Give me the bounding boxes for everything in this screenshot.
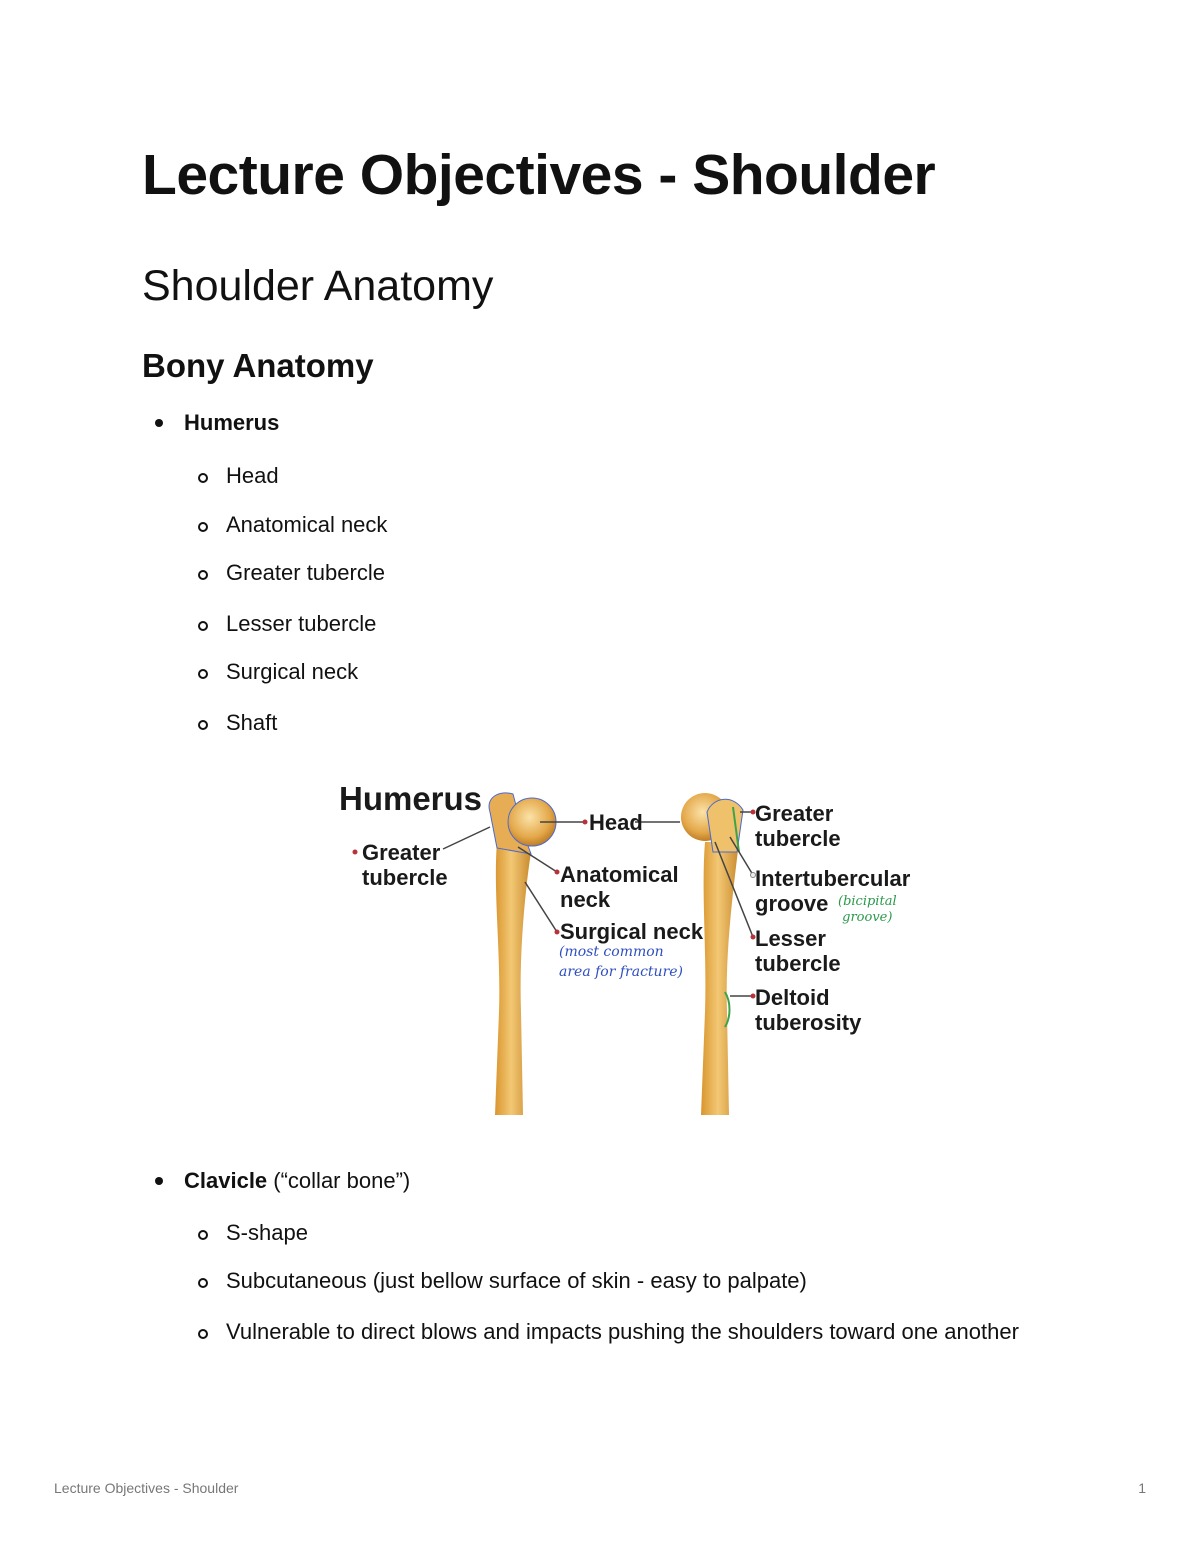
page-title: Lecture Objectives - Shoulder [142, 143, 936, 207]
footer-title: Lecture Objectives - Shoulder [54, 1480, 239, 1496]
bullet-circle-icon [198, 473, 208, 483]
bullet-circle-icon [198, 1278, 208, 1288]
bullet-icon [155, 419, 163, 427]
section-heading: Shoulder Anatomy [142, 262, 494, 310]
bullet-circle-icon [198, 720, 208, 730]
list-item-label: Humerus [184, 410, 280, 435]
page-number: 1 [1138, 1480, 1146, 1496]
bullet-circle-icon [198, 621, 208, 631]
label-head: Head [589, 810, 643, 835]
humerus-bone-illustration [352, 792, 756, 1115]
bullet-circle-icon [198, 522, 208, 532]
subsection-heading: Bony Anatomy [142, 347, 374, 384]
label-surgical-neck: Surgical neck [560, 919, 704, 944]
bullet-circle-icon [198, 669, 208, 679]
figure-title: Humerus [339, 780, 483, 817]
bullet-icon [155, 1177, 163, 1185]
list-item-label: Clavicle [184, 1168, 268, 1193]
bullet-circle-icon [198, 1329, 208, 1339]
bullet-circle-icon [198, 1230, 208, 1240]
bullet-circle-icon [198, 570, 208, 580]
